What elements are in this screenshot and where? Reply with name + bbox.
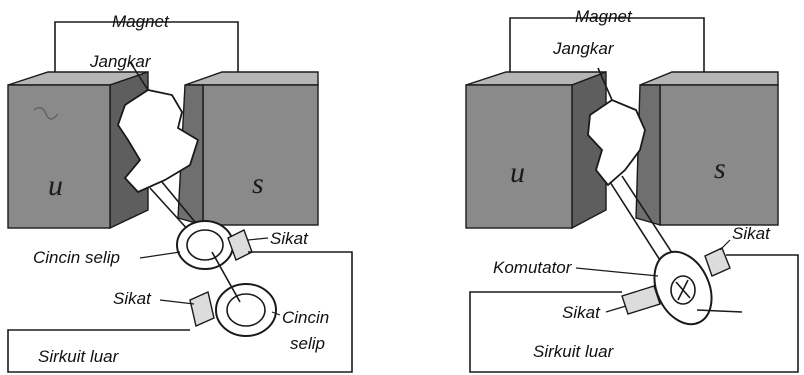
north-pole-label: u [48,169,63,202]
brush-lower-label: Sikat [113,289,152,308]
magnet-wire [509,17,705,96]
external-circuit-wire [469,254,799,373]
armature-coil [117,61,201,233]
external-circuit-label: Sirkuit luar [38,347,120,366]
dc-motor-diagram: Magnet Jangkar u s Sikat Komutator Sikat… [465,7,799,373]
commutator-label: Komutator [493,258,573,277]
south-pole-block [635,71,779,226]
south-pole-label: s [252,167,264,200]
brush-lower-leader [159,299,195,305]
north-pole-block [465,70,607,230]
south-pole-label: s [714,152,726,185]
slip-ring-2-label-line2: selip [290,334,325,353]
ac-generator-diagram: Magnet Jangkar u s Cincin selip Sikat Si… [7,12,353,373]
north-pole-label: u [510,156,525,189]
magnet-wire [54,21,239,96]
slip-rings [176,220,277,337]
external-circuit-label: Sirkuit luar [533,342,615,361]
brush-upper [227,229,253,261]
slip-ring-label: Cincin selip [33,248,120,267]
brush-upper-label: Sikat [270,229,309,248]
brush-lower-leader [605,305,627,313]
slip-ring-leader [139,251,181,259]
brush-upper-leader [247,237,269,241]
brush-lower [621,285,661,315]
brush-lower-label: Sikat [562,303,601,322]
magnet-label: Magnet [575,7,633,26]
commutator [653,250,743,326]
brush-lower [189,291,215,327]
north-pole-block [7,71,149,230]
armature-coil [587,67,679,269]
armature-label: Jangkar [552,39,615,58]
commutator-leader [575,267,659,277]
brush-upper-label: Sikat [732,224,771,243]
brush-upper-leader [719,239,731,251]
south-pole-block [177,71,319,226]
slip-ring-2-leader [271,311,281,316]
slip-ring-2-label-line1: Cincin [282,308,329,327]
external-circuit-wire [7,251,353,373]
armature-label: Jangkar [89,52,152,71]
brush-upper [704,247,731,277]
magnet-label: Magnet [112,12,170,31]
